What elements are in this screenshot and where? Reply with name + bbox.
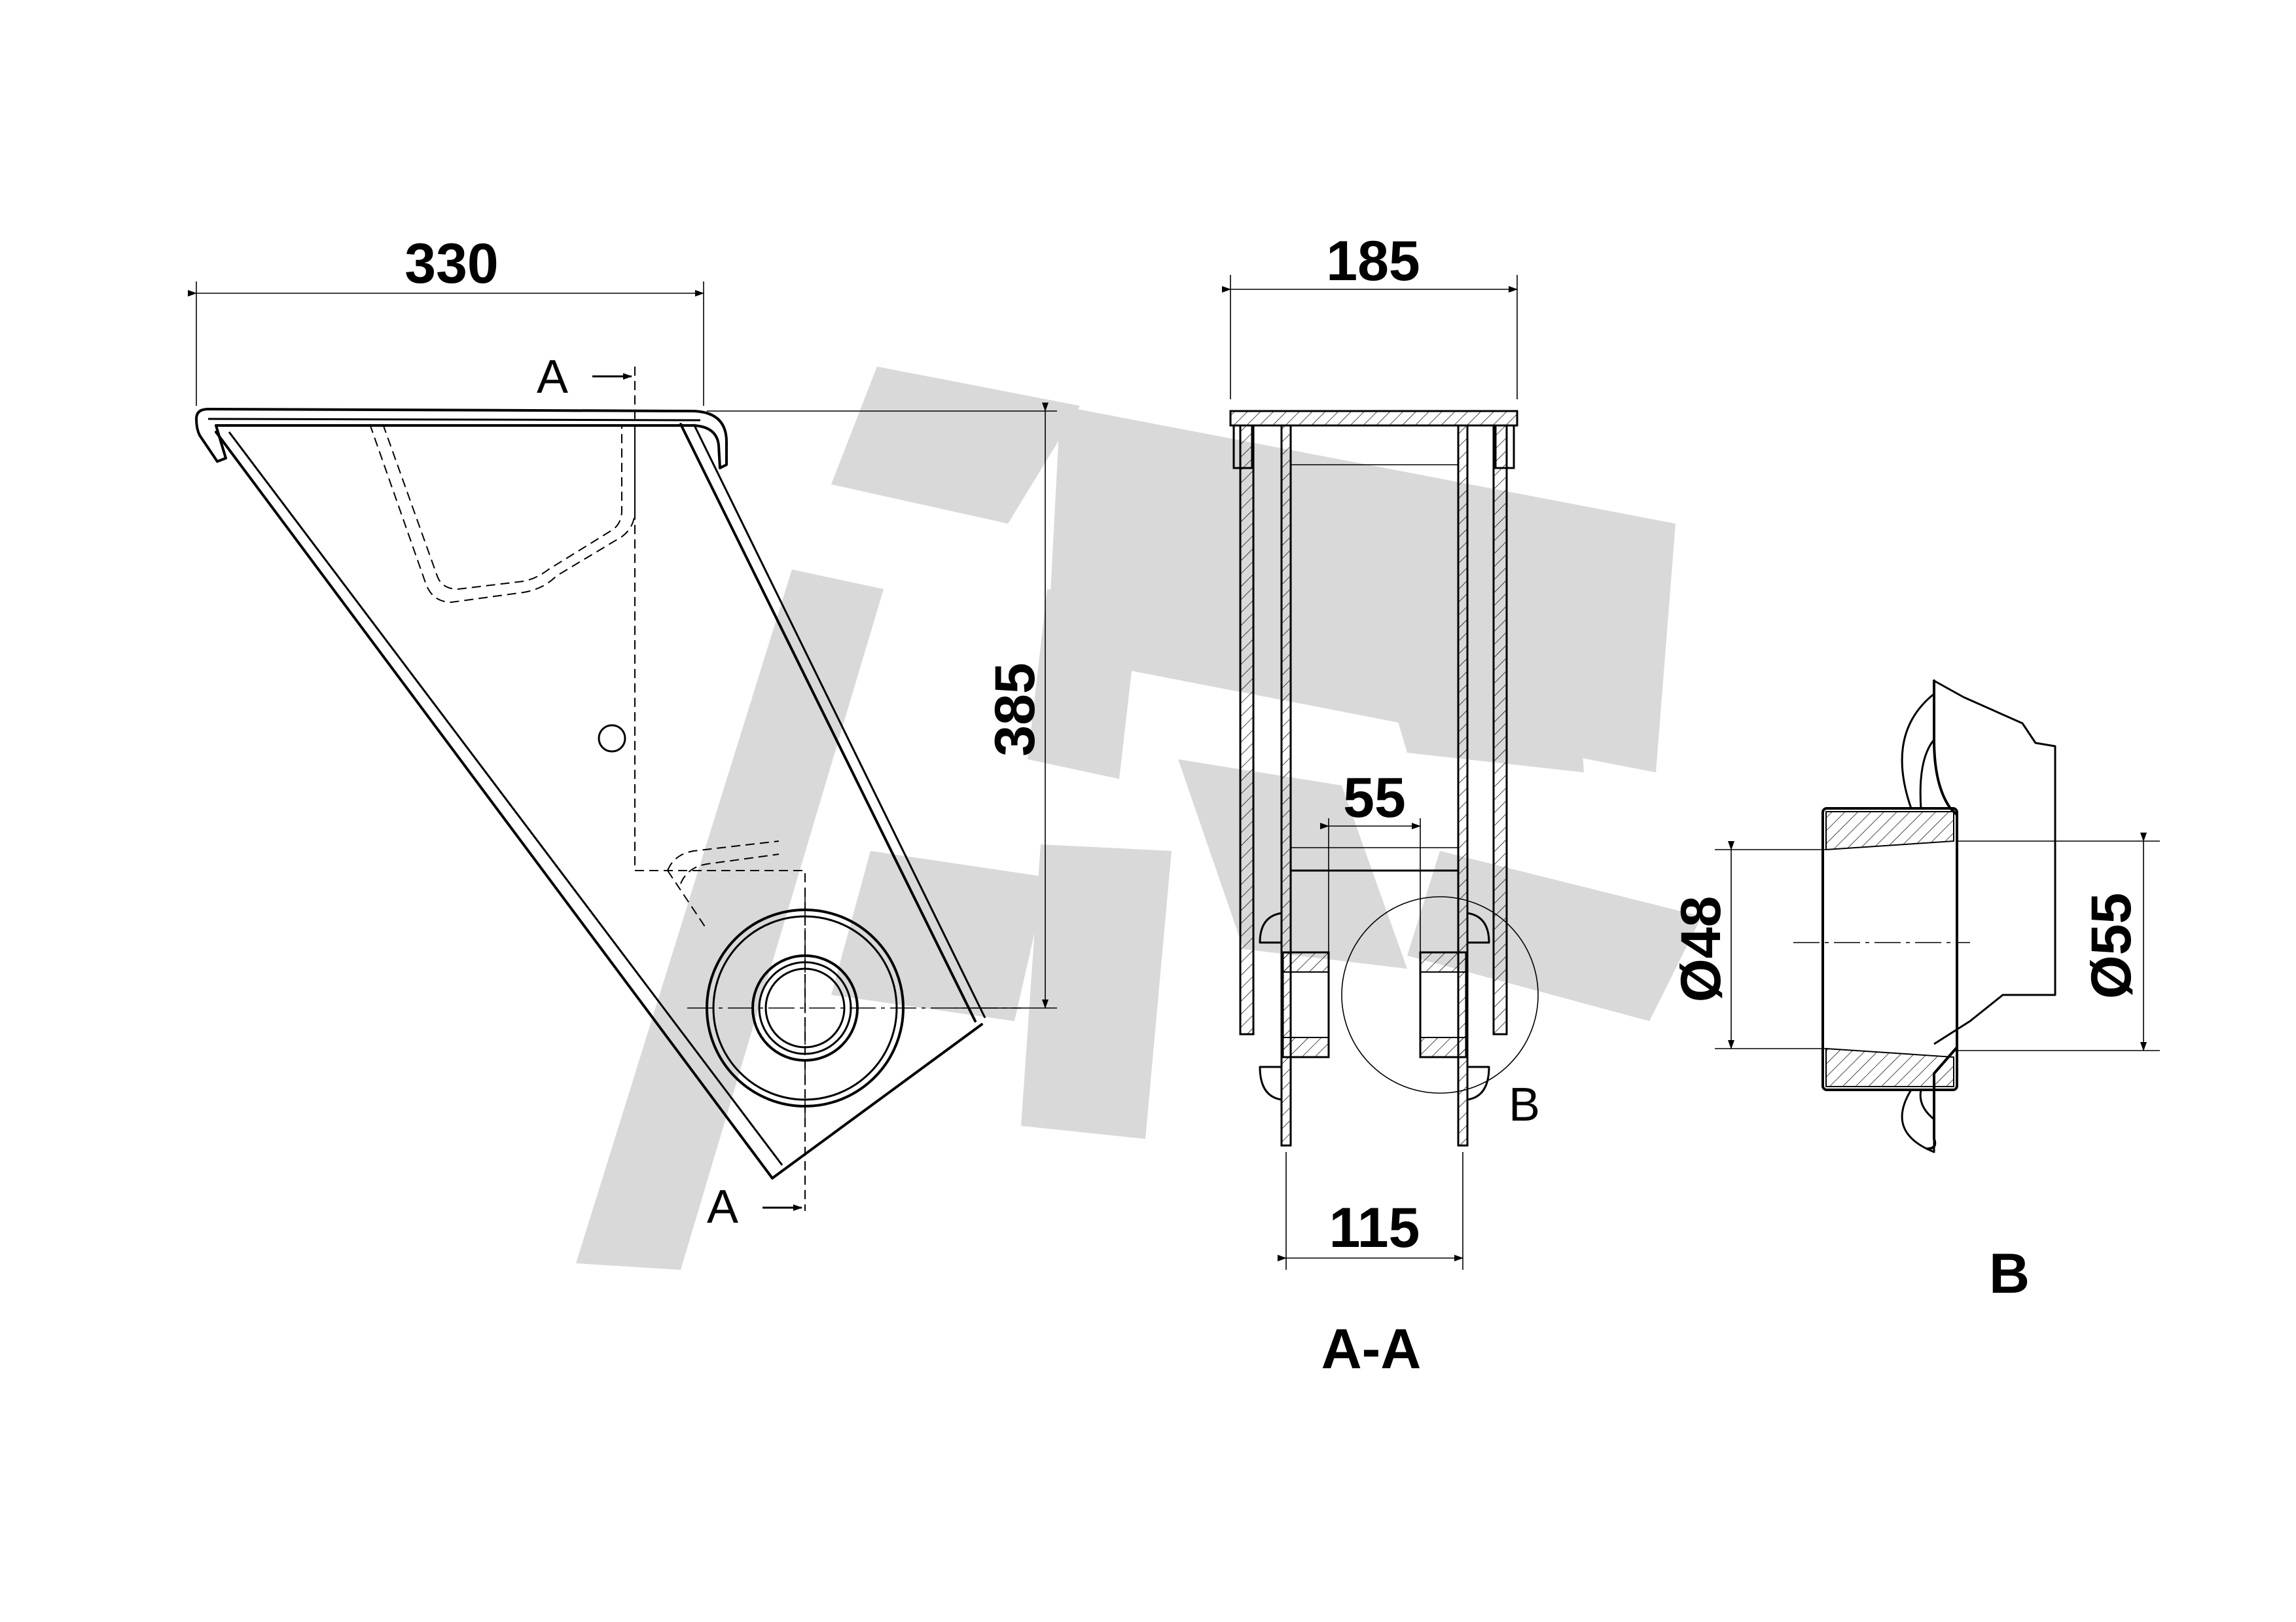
detail-view-b: B	[1793, 679, 2062, 1305]
detail-title: B	[1989, 1242, 2030, 1305]
dimension-outer-diameter: Ø55	[2062, 833, 2160, 1051]
svg-text:385: 385	[984, 662, 1047, 757]
dimension-width-section: 185	[1222, 230, 1518, 399]
svg-text:55: 55	[1343, 766, 1406, 829]
dimension-bore-diameter: Ø48	[1670, 841, 1826, 1049]
section-mark-bottom: A	[707, 1181, 738, 1233]
svg-text:330: 330	[404, 232, 499, 295]
svg-text:185: 185	[1326, 230, 1420, 293]
dimension-outer-bottom: 115	[1278, 1152, 1463, 1270]
dimension-inner-gap: 55	[1320, 766, 1421, 956]
section-view-a-a: B A-A	[1229, 410, 1540, 1380]
svg-text:115: 115	[1329, 1197, 1420, 1259]
section-title: A-A	[1321, 1318, 1422, 1380]
side-view: A A	[195, 351, 1021, 1233]
watermark-logo	[576, 367, 1702, 1270]
dimension-width-top: 330	[188, 232, 704, 406]
svg-text:Ø55: Ø55	[2080, 893, 2143, 1000]
detail-b-circle	[1341, 896, 1539, 1094]
section-mark-top: A	[537, 351, 568, 403]
dimension-height: 385	[707, 403, 1057, 1009]
svg-text:Ø48: Ø48	[1670, 896, 1732, 1003]
detail-callout: B	[1509, 1079, 1540, 1131]
